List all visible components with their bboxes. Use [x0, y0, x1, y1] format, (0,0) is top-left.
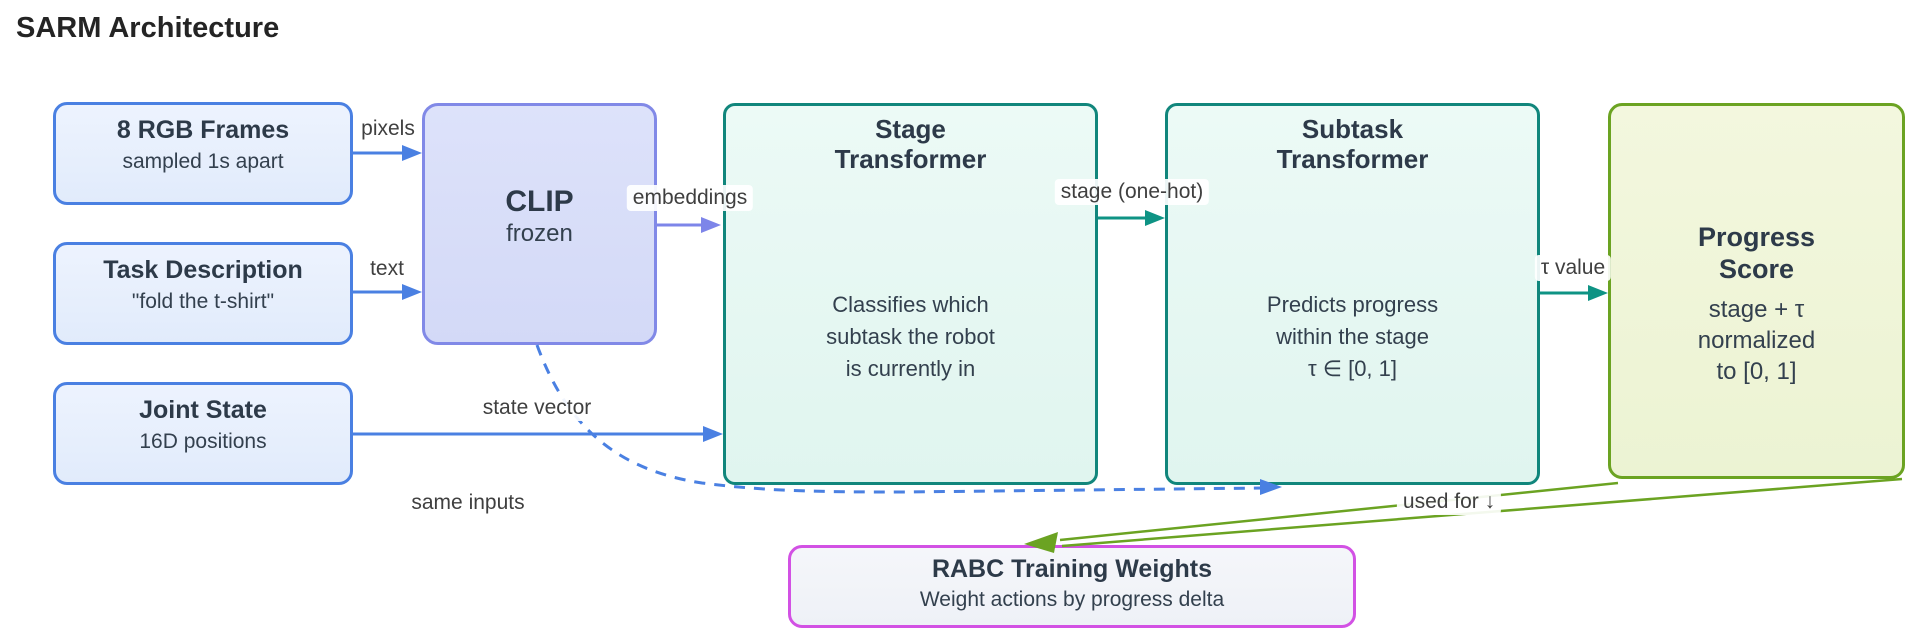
tau-value-arrowhead-icon — [1588, 285, 1608, 301]
edge-label-tau-value: τ value — [1534, 255, 1612, 281]
node-joint-state: Joint State 16D positions — [53, 382, 353, 485]
subtask-transformer-desc-line2: within the stage — [1276, 324, 1429, 349]
state-vector-arrowhead-icon — [703, 426, 723, 442]
same-inputs-arrowhead-icon — [1260, 479, 1282, 495]
progress-score-desc-line3: to [0, 1] — [1716, 358, 1797, 385]
subtask-transformer-title-line2: Transformer — [1276, 144, 1429, 174]
task-description-title: Task Description — [103, 256, 303, 284]
node-subtask-transformer: Subtask Transformer Predicts progress wi… — [1165, 103, 1540, 485]
rabc-subtitle: Weight actions by progress delta — [919, 588, 1225, 611]
subtask-transformer-title-line1: Subtask — [1301, 114, 1404, 144]
text-arrowhead-icon — [402, 284, 422, 300]
edge-label-same-inputs: same inputs — [405, 490, 531, 516]
clip-subtitle: frozen — [506, 220, 573, 247]
rgb-frames-title: 8 RGB Frames — [116, 116, 290, 144]
rgb-frames-subtitle: sampled 1s apart — [122, 150, 284, 173]
stage-transformer-desc-line3: is currently in — [845, 356, 976, 381]
edge-label-state-vector: state vector — [476, 395, 598, 421]
edge-label-embeddings: embeddings — [626, 185, 754, 211]
progress-score-desc-line1: stage + τ — [1708, 296, 1805, 323]
rabc-title: RABC Training Weights — [931, 555, 1213, 583]
progress-score-desc-line2: normalized — [1697, 327, 1816, 354]
node-stage-transformer: Stage Transformer Classifies which subta… — [723, 103, 1098, 485]
embeddings-arrowhead-icon — [701, 217, 721, 233]
joint-state-subtitle: 16D positions — [139, 430, 267, 453]
used-for-line-upper — [1059, 481, 1619, 542]
subtask-transformer-desc-line1: Predicts progress — [1266, 292, 1439, 317]
edge-label-used-for: used for ↓ — [1396, 489, 1502, 515]
stage-one-hot-arrowhead-icon — [1145, 210, 1165, 226]
subtask-transformer-desc-line3: τ ∈ [0, 1] — [1308, 356, 1397, 381]
task-description-subtitle: "fold the t-shirt" — [131, 290, 275, 313]
node-progress-score: Progress Score stage + τ normalized to [… — [1608, 103, 1905, 479]
edge-label-stage-one-hot: stage (one-hot) — [1054, 179, 1210, 205]
node-rabc-training-weights: RABC Training Weights Weight actions by … — [788, 545, 1356, 628]
node-rgb-frames: 8 RGB Frames sampled 1s apart — [53, 102, 353, 205]
joint-state-title: Joint State — [139, 396, 267, 424]
used-for-arrowhead-icon — [1024, 532, 1058, 553]
progress-score-title-line2: Score — [1718, 254, 1795, 284]
stage-transformer-title-line2: Transformer — [834, 144, 987, 174]
same-inputs-dashed-line — [535, 344, 1263, 494]
progress-score-title-line1: Progress — [1697, 222, 1816, 252]
subtask-transformer-description: Predicts progress within the stage τ ∈ [… — [1168, 289, 1537, 385]
stage-transformer-desc-line2: subtask the robot — [826, 324, 995, 349]
diagram-title: SARM Architecture — [16, 12, 280, 44]
stage-transformer-title-line1: Stage — [875, 114, 946, 144]
pixels-arrowhead-icon — [402, 145, 422, 161]
clip-title: CLIP — [505, 185, 574, 218]
edge-label-pixels: pixels — [355, 116, 421, 142]
node-task-description: Task Description "fold the t-shirt" — [53, 242, 353, 345]
stage-transformer-description: Classifies which subtask the robot is cu… — [726, 289, 1095, 385]
node-clip: CLIP frozen — [422, 103, 657, 345]
stage-transformer-desc-line1: Classifies which — [832, 292, 989, 317]
edge-label-text: text — [364, 256, 410, 282]
